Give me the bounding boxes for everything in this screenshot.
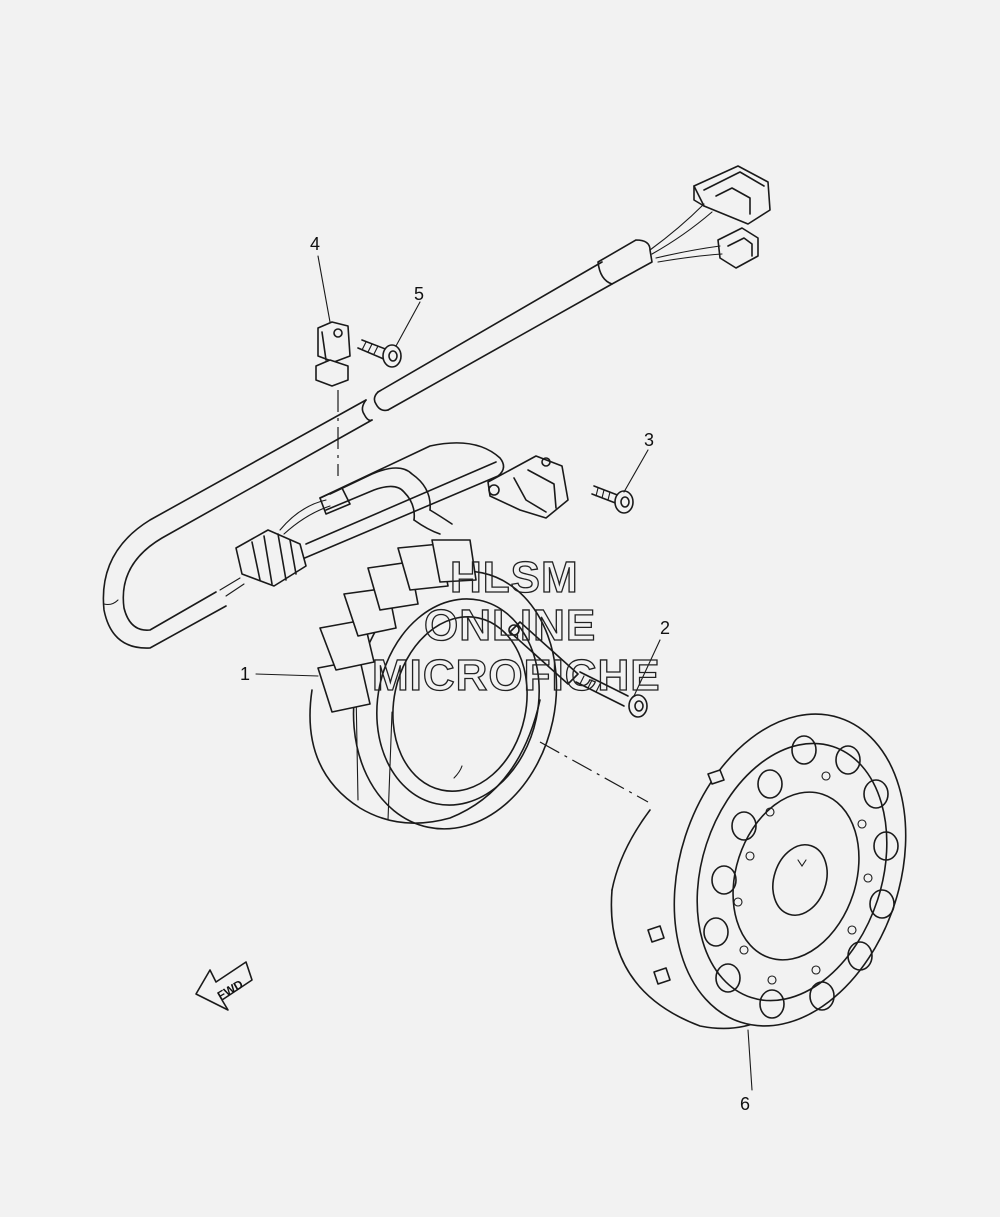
fwd-direction-arrow: FWD [195,961,253,1011]
callout-3[interactable]: 3 [644,430,654,450]
watermark: HLSM ONLINE MICROFICHE [371,552,661,700]
pickup-part-3 [487,455,634,519]
watermark-line-3: MICROFICHE [372,651,661,700]
watermark-line-1: HLSM [450,553,579,602]
harness-sleeve [102,239,653,649]
callout-1[interactable]: 1 [240,664,250,684]
bolt-part-5 [357,339,402,368]
stator-lead [299,442,505,561]
callout-6[interactable]: 6 [740,1094,750,1114]
watermark-line-2: ONLINE [424,601,596,650]
harness-connectors [649,165,771,269]
callout-5[interactable]: 5 [414,284,424,304]
callout-2[interactable]: 2 [660,618,670,638]
leader-lines [255,255,753,1091]
stator-part-1 [309,539,648,830]
clamp-part-4 [315,321,351,476]
lead-grommet [219,499,331,597]
callout-4[interactable]: 4 [310,234,320,254]
rotor-part-6 [610,713,907,1030]
assembly-axis [539,741,649,803]
